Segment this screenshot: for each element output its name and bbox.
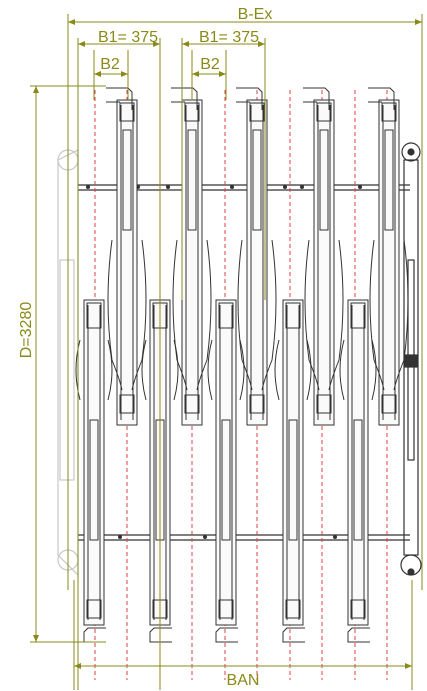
b-ex-label: B-Ex [238,6,273,23]
centerlines [94,90,388,680]
lower-platforms [75,299,377,643]
b1-right-label: B1= 375 [199,29,259,46]
upper-platforms [106,87,409,426]
lower-platform-4 [274,299,312,643]
lower-platform-5 [339,299,377,643]
upper-platform-5 [368,87,409,426]
upper-platform-3 [236,87,277,426]
b2-left-label: B2 [100,56,120,73]
right-rail [400,142,422,576]
dimension-labels: B-Ex B1= 375 B1= 375 B2 B2 D=3280 BAN [18,6,272,689]
lower-platform-1 [75,299,113,643]
b1-left-label: B1= 375 [98,29,158,46]
upper-platform-2 [171,87,212,426]
lower-platform-3 [207,299,245,643]
depth-label: D=3280 [18,302,35,359]
dimension-lines [30,14,423,690]
ban-label: BAN [227,672,260,689]
dimension-arrows [33,19,422,669]
upper-platform-1 [106,87,147,426]
upper-platform-4 [303,87,344,426]
b2-right-label: B2 [200,56,220,73]
